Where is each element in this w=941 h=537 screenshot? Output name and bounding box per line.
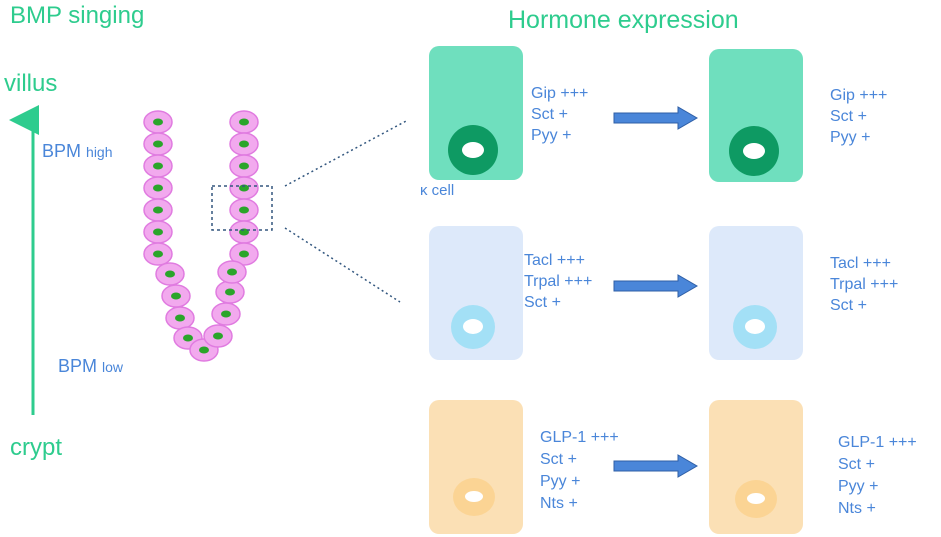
cell-nucleus [225,288,235,296]
k-cell-after [709,49,803,182]
hormone-list-row3-after: GLP-1 +++ Sct + Pyy + Nts + [838,432,917,520]
cell-nucleus [153,118,163,126]
nucleus-icon [453,478,495,516]
hormone-list-row3-before: GLP-1 +++ Sct + Pyy + Nts + [540,427,619,515]
hormone-expression-title: Hormone expression [508,6,739,34]
hormone-item: Nts + [540,495,578,512]
hormone-item: Nts + [838,500,876,517]
hormone-item: Gip +++ [830,87,888,104]
cell-nucleus [221,310,231,318]
bpm-high-main: BPM [42,141,82,161]
cell-row2-after [709,226,803,360]
cell-nucleus [165,270,175,278]
k-cell-label: κ cell [420,182,455,199]
cell-nucleus [239,162,249,170]
cell-nucleus [171,292,181,300]
hormone-item: GLP-1 +++ [838,434,917,451]
bpm-low-main: BPM [58,356,98,376]
block-arrow-row-2 [613,274,698,298]
cell-nucleus [153,228,163,236]
cell-nucleus [199,346,209,354]
nucleus-icon [448,125,498,175]
hormone-list-row2-before: Tacl +++ Trpal +++ Sct + [524,250,592,313]
hormone-item: Sct + [830,297,867,314]
zoom-line-bottom [284,227,401,303]
zoom-line-top [284,119,409,187]
bpm-high-label: BPM high [42,141,113,162]
bpm-high-sub: high [86,144,113,160]
cell-nucleus [183,334,193,342]
nucleus-icon [735,480,777,518]
crypt-villus-structure [143,110,259,362]
hormone-item: Pyy + [830,129,871,146]
hormone-item: Sct + [524,294,561,311]
cell-nucleus [239,140,249,148]
cell-nucleus [227,268,237,276]
hormone-list-row1-after: Gip +++ Sct + Pyy + [830,85,887,148]
hormone-item: Pyy + [531,127,572,144]
cell-nucleus [153,184,163,192]
bpm-low-label: BPM low [58,356,123,377]
cell-nucleus [239,184,249,192]
cell-row3-before [429,400,523,534]
hormone-item: Trpal +++ [524,273,593,290]
bpm-low-sub: low [102,359,124,375]
hormone-item: Sct + [540,451,577,468]
hormone-list-row2-after: Tacl +++ Trpal +++ Sct + [830,253,898,316]
hormone-item: Trpal +++ [830,276,899,293]
cell-nucleus [153,206,163,214]
hormone-item: Sct + [830,108,867,125]
cell-nucleus [239,206,249,214]
zoom-selection-box [211,185,273,231]
hormone-item: Sct + [838,456,875,473]
nucleus-icon [733,305,777,349]
cell-nucleus [239,250,249,258]
cell-nucleus [213,332,223,340]
hormone-list-row1-before: Gip +++ Sct + Pyy + [531,83,588,146]
cell-nucleus [175,314,185,322]
hormone-item: GLP-1 +++ [540,429,619,446]
cell-row3-after [709,400,803,534]
hormone-item: Pyy + [838,478,879,495]
villus-label: villus [4,70,58,97]
cell-nucleus [153,250,163,258]
cell-nucleus [153,140,163,148]
cell-nucleus [239,118,249,126]
bmp-signaling-title: BMP singing [10,2,145,29]
cell-row2-before [429,226,523,360]
hormone-item: Sct + [531,106,568,123]
block-arrow-row-1 [613,106,698,130]
crypt-label: crypt [10,434,63,461]
k-cell-before [429,46,523,180]
hormone-item: Pyy + [540,473,581,490]
hormone-item: Tacl +++ [524,252,585,269]
cell-nucleus [153,162,163,170]
hormone-item: Gip +++ [531,85,589,102]
block-arrow-row-3 [613,454,698,478]
nucleus-icon [729,126,779,176]
hormone-item: Tacl +++ [830,255,891,272]
nucleus-icon [451,305,495,349]
